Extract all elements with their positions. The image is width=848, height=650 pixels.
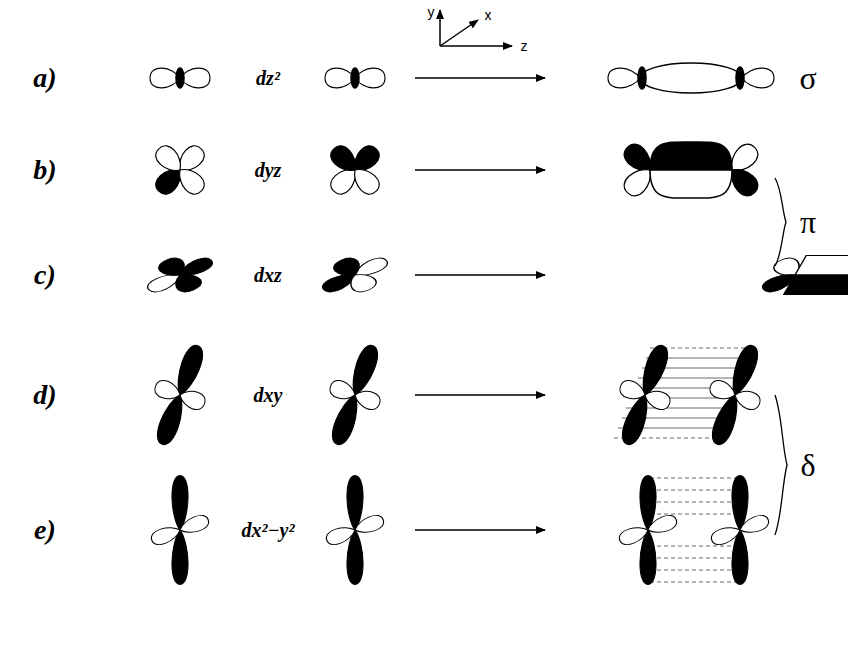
row-letter: a) — [33, 64, 56, 92]
orbital-name: dyz — [255, 160, 282, 180]
orbital-name: dxz — [254, 265, 282, 285]
bond-type: π — [800, 206, 816, 238]
axis-label: y — [428, 5, 435, 19]
orbitals — [138, 63, 848, 584]
brackets — [775, 178, 787, 535]
row-letter: c) — [34, 261, 56, 289]
row-letter: d) — [33, 381, 56, 409]
axis-label: z — [521, 39, 528, 53]
orbital-name: dz² — [256, 68, 280, 88]
bond-type: δ — [800, 449, 815, 481]
arrows — [415, 78, 545, 530]
axis-label: x — [485, 8, 492, 22]
orbital-name: dx²−y² — [242, 520, 295, 540]
orbital-name: dxy — [254, 385, 283, 405]
row-letter: e) — [34, 516, 56, 544]
bond-type: σ — [799, 62, 816, 94]
axes — [440, 10, 512, 46]
row-letter: b) — [33, 156, 56, 184]
